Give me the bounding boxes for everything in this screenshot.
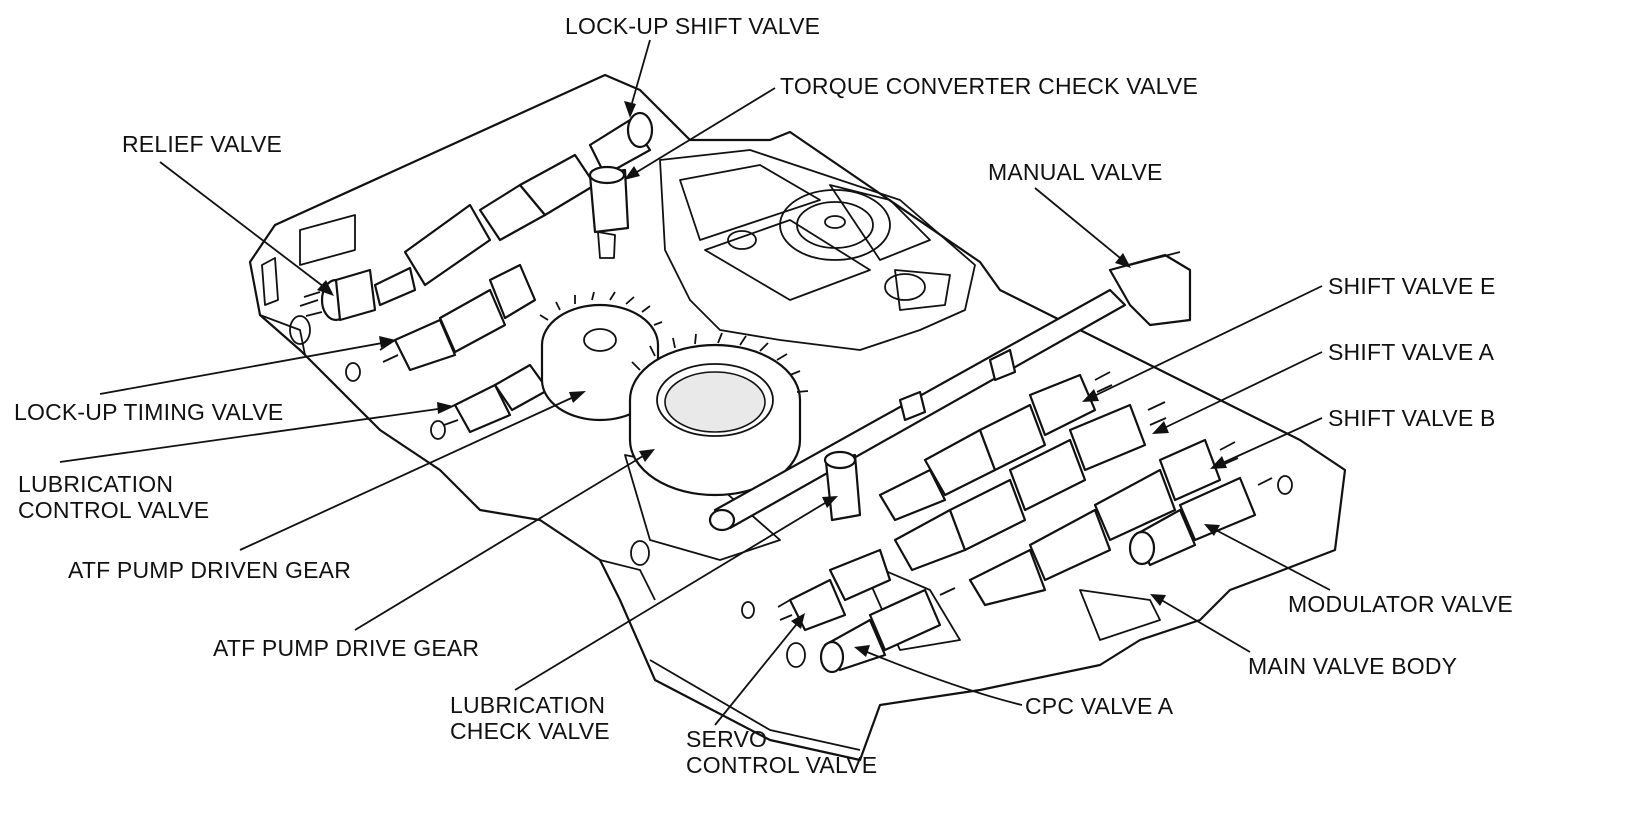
shift-valve-b-spool — [968, 438, 1239, 607]
label-lubrication-check-valve-line2: CHECK VALVE — [450, 718, 610, 744]
shift-valve-a-spool — [893, 401, 1167, 572]
label-torque-converter-check-valve: TORQUE CONVERTER CHECK VALVE — [780, 73, 1198, 99]
label-atf-pump-drive-gear: ATF PUMP DRIVE GEAR — [213, 635, 479, 661]
torque-converter-check-valve-part — [588, 165, 630, 259]
label-cpc-valve-a: CPC VALVE A — [1025, 693, 1174, 719]
leader-lines — [59, 39, 1331, 726]
lubrication-control-valve-spool — [439, 363, 550, 434]
shift-valve-e-spool — [878, 371, 1113, 522]
label-lockup-shift-valve: LOCK-UP SHIFT VALVE — [565, 13, 820, 39]
label-shift-valve-e: SHIFT VALVE E — [1328, 273, 1496, 299]
atf-pump-drive-gear — [628, 332, 809, 497]
label-lubrication-check-valve-line1: LUBRICATION — [450, 692, 605, 718]
label-main-valve-body: MAIN VALVE BODY — [1248, 653, 1457, 679]
label-atf-pump-driven-gear: ATF PUMP DRIVEN GEAR — [68, 557, 351, 583]
lockup-timing-valve-spool — [379, 263, 537, 372]
label-servo-control-valve-line1: SERVO — [686, 726, 767, 752]
label-manual-valve: MANUAL VALVE — [988, 159, 1163, 185]
lubrication-check-valve-part — [823, 450, 862, 522]
modulator-valve-spool — [1128, 476, 1273, 567]
manual-valve — [708, 251, 1192, 532]
label-lubrication-control-valve-line2: CONTROL VALVE — [18, 497, 209, 523]
relief-valve-spool — [299, 111, 654, 322]
label-modulator-valve: MODULATOR VALVE — [1288, 591, 1513, 617]
label-servo-control-valve-line2: CONTROL VALVE — [686, 752, 877, 778]
label-shift-valve-b: SHIFT VALVE B — [1328, 405, 1496, 431]
label-lubrication-control-valve-line1: LUBRICATION — [18, 471, 173, 497]
cpc-valve-a-spool — [819, 587, 956, 674]
label-lockup-timing-valve: LOCK-UP TIMING VALVE — [14, 399, 283, 425]
label-shift-valve-a: SHIFT VALVE A — [1328, 339, 1495, 365]
label-relief-valve: RELIEF VALVE — [122, 131, 282, 157]
